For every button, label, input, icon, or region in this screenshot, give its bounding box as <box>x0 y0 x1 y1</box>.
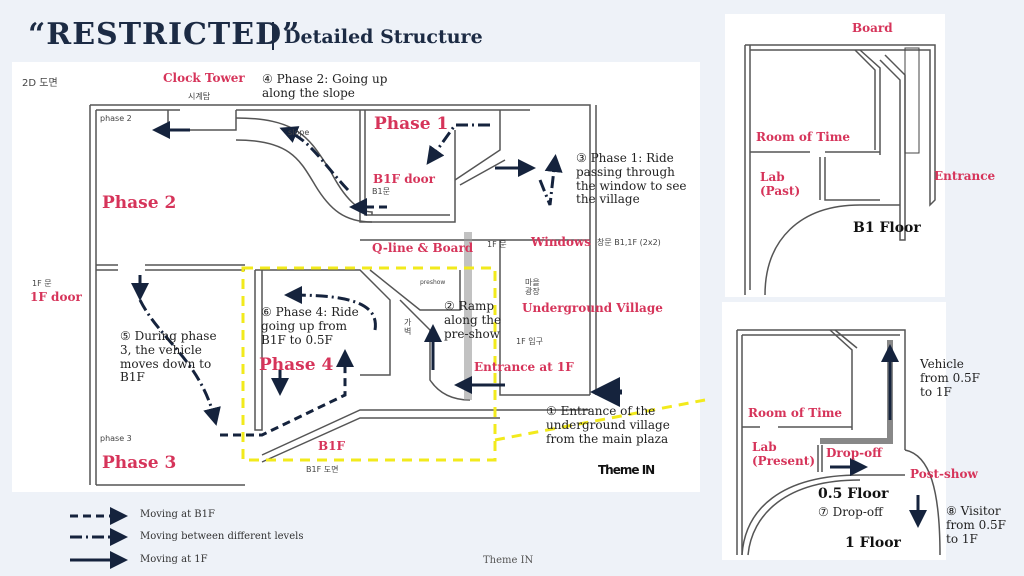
zone-phase1: Phase 1 <box>374 114 449 134</box>
label-line: Lab <box>760 170 785 184</box>
highlight-frame <box>241 266 706 462</box>
note-line: ⑥ Phase 4: Ride <box>261 305 359 319</box>
preshow-label: preshow <box>420 279 446 286</box>
entrance-small: 1F 입구 <box>516 337 543 346</box>
door-1f-small: 1F 문 <box>32 279 52 288</box>
half-floor-arrows <box>830 344 927 528</box>
phase2-small-label: phase 2 <box>100 114 132 123</box>
legend-label-1f: Moving at 1F <box>140 554 208 565</box>
zone-windows: Windows <box>531 235 592 249</box>
b1-floor-label: B1 Floor <box>853 220 921 236</box>
note-line: along the slope <box>262 85 355 100</box>
vehicle-note: Vehicle from 0.5F to 1F <box>920 357 981 399</box>
legend-label-b1f: Moving at B1F <box>140 509 215 520</box>
note-line: the village <box>576 192 640 207</box>
note-phase4: ⑥ Phase 4: Ride going up from B1F to 0.5… <box>261 305 359 347</box>
title-divider <box>272 22 274 50</box>
note-line: ⑤ During phase <box>120 329 217 343</box>
note-ramp: ② Ramp along the pre-show <box>444 299 502 341</box>
legend-label-levels: Moving between different levels <box>140 531 304 542</box>
note-line: to 1F <box>920 384 952 399</box>
note-line: underground village <box>546 417 670 432</box>
note-line: the window to see <box>576 178 687 193</box>
half-floor-walls <box>736 329 941 556</box>
note-line: B1F to 0.5F <box>261 332 333 347</box>
theme-in-logo: Theme IN <box>598 463 655 477</box>
note-line: ② Ramp <box>444 299 495 313</box>
half-floor-05-label: 0.5 Floor <box>818 486 889 502</box>
b1-plan-panel <box>725 14 945 297</box>
note-phase3: ⑤ During phase 3, the vehicle moves down… <box>120 329 217 385</box>
note-line: ④ Phase 2: Going up <box>262 72 388 86</box>
half-room-of-time: Room of Time <box>748 406 843 420</box>
note-line: Vehicle <box>920 357 964 371</box>
note-line: ⑧ Visitor <box>946 504 1001 518</box>
zone-phase3: Phase 3 <box>102 453 177 473</box>
flow-arrows <box>131 121 622 437</box>
clock-small: 시계탑 <box>188 92 211 101</box>
main-walls <box>89 104 597 486</box>
note-line: along the <box>444 312 502 327</box>
label-line: (Past) <box>760 183 801 198</box>
note-line: from the main plaza <box>546 431 669 446</box>
b1-board: Board <box>852 21 893 35</box>
note-line: passing through <box>576 164 675 179</box>
zone-phase2: Phase 2 <box>102 193 177 213</box>
half-dropoff: Drop-off <box>826 446 882 460</box>
zone-b1f: B1F <box>318 439 346 453</box>
village-small: 마을 광장 <box>525 278 540 297</box>
note-line: moves down to <box>120 356 212 371</box>
note-line: 3, the vehicle <box>120 342 202 357</box>
zone-b1f-door: B1F door <box>373 172 435 186</box>
label-line: Lab <box>752 440 777 454</box>
note-line: ③ Phase 1: Ride <box>576 151 674 165</box>
footer-text: Theme IN <box>483 555 534 566</box>
plan-label: 2D 도면 <box>22 78 58 89</box>
note-phase2: ④ Phase 2: Going up along the slope <box>262 72 388 101</box>
board-shape <box>904 47 920 154</box>
ramp-track <box>464 232 472 400</box>
note-phase1: ③ Phase 1: Ride passing through the wind… <box>576 151 687 207</box>
legend-arrows <box>70 507 128 569</box>
b1f-plan-label: B1F 도면 <box>306 465 339 474</box>
stair-small: 1F 문 <box>487 240 507 249</box>
half-floor-plan-panel <box>722 302 946 560</box>
half-floor-1-label: 1 Floor <box>845 535 901 551</box>
zone-clock-tower: Clock Tower <box>163 71 245 85</box>
half-postshow: Post-show <box>910 467 978 481</box>
b1-entrance: Entrance <box>934 169 996 183</box>
b1-walls <box>744 44 936 296</box>
zone-village: Underground Village <box>522 301 663 315</box>
note-line: from 0.5F <box>946 517 1007 532</box>
slope-small: slope <box>288 128 310 137</box>
note-line: going up from <box>261 318 347 333</box>
zone-1f-door: 1F door <box>30 290 82 304</box>
page-title: “RESTRICTED” <box>28 17 301 52</box>
windows-small: 창문 B1,1F (2x2) <box>597 238 661 247</box>
note-line: ① Entrance of the <box>546 404 656 418</box>
phase3-small-label: phase 3 <box>100 434 132 443</box>
note-line: to 1F <box>946 531 978 546</box>
b1-room-of-time: Room of Time <box>756 130 851 144</box>
note-line: B1F <box>120 370 145 385</box>
half-lab-present: Lab (Present) <box>752 440 815 469</box>
b1-lab-past: Lab (Past) <box>760 170 801 199</box>
page-subtitle: Detailed Structure <box>284 26 483 48</box>
zone-qline: Q-line & Board <box>372 241 474 255</box>
wall-small: 가 벽 <box>404 318 412 337</box>
note-entrance: ① Entrance of the underground village fr… <box>546 404 670 446</box>
zone-phase4: Phase 4 <box>259 355 334 375</box>
zone-entrance-1f: Entrance at 1F <box>474 360 574 374</box>
note-line: from 0.5F <box>920 370 981 385</box>
b1-door-small: B1문 <box>372 187 390 196</box>
visitor-note: ⑧ Visitor from 0.5F to 1F <box>946 504 1007 546</box>
note-line: pre-show <box>444 326 500 341</box>
label-line: (Present) <box>752 453 815 468</box>
vehicle-track <box>820 340 893 444</box>
half-dropoff-note: ⑦ Drop-off <box>818 505 883 519</box>
